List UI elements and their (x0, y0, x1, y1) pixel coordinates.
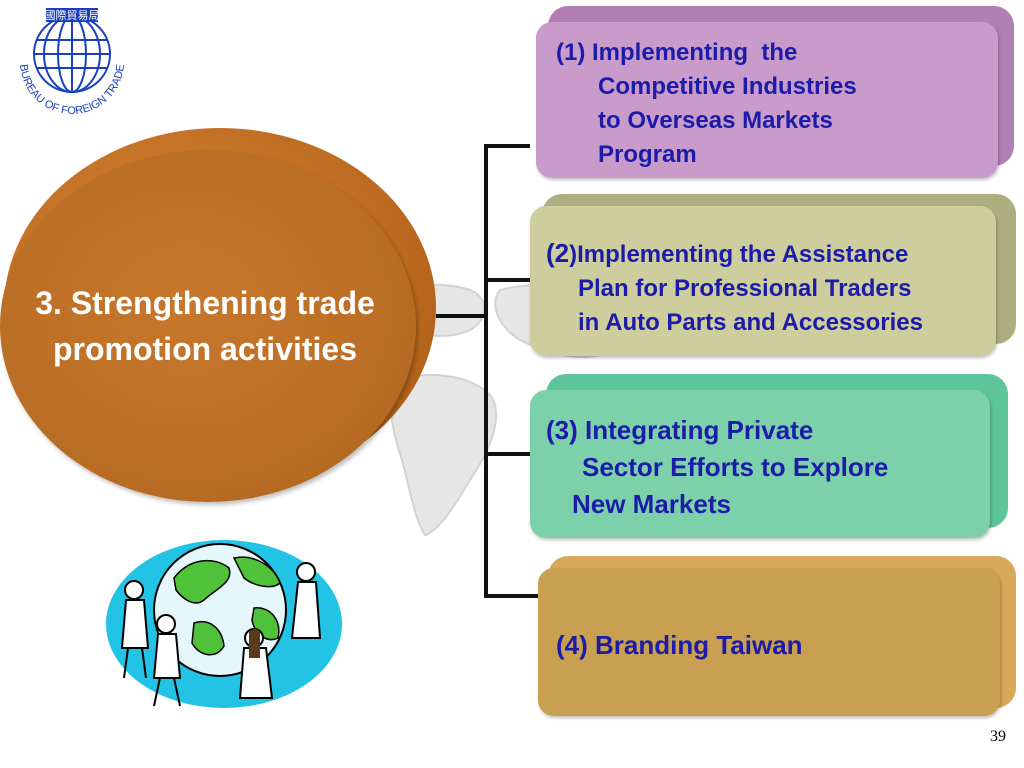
connector-branch-4 (484, 594, 538, 598)
people-around-globe-clipart (106, 540, 342, 708)
item-1-number: (1) (556, 39, 586, 66)
item-2-line-3: in Auto Parts and Accessories (578, 309, 923, 336)
page-number: 39 (990, 728, 1006, 745)
connector-branch-1 (484, 144, 530, 148)
item-1-line-2: Competitive Industries (598, 73, 857, 100)
globe-icon (33, 15, 111, 93)
item-4-line-1: Branding Taiwan (587, 630, 803, 660)
item-1-line-1: Implementing the (585, 39, 798, 66)
item-4-text: (4) Branding Taiwan (556, 628, 803, 662)
item-4-number: (4) (556, 630, 588, 660)
item-3-box (530, 390, 990, 538)
item-2-text: (2)Implementing the Assistance Plan for … (546, 236, 923, 340)
item-1-text: (1) Implementing the Competitive Industr… (556, 36, 857, 172)
item-2-line-2: Plan for Professional Traders (578, 275, 912, 302)
central-topic-line-1: 3. Strengthening trade (35, 285, 375, 321)
central-topic-label: 3. Strengthening trade promotion activit… (0, 280, 410, 372)
connector-vertical (484, 144, 488, 598)
item-1-box (536, 22, 998, 178)
item-3-line-1: Integrating Private (577, 415, 814, 445)
item-2-number: (2 (546, 238, 570, 268)
central-topic-line-2: promotion activities (52, 331, 358, 367)
item-2-line-1: )Implementing the Assistance (569, 241, 909, 268)
central-topic-circle (0, 150, 416, 502)
item-2-box (530, 206, 996, 356)
item-4-box (538, 568, 1000, 716)
item-3-text: (3) Integrating Private Sector Efforts t… (546, 412, 888, 523)
bureau-of-foreign-trade-logo: 國際貿易局 BUREAU OF FOREIGN TRADE (17, 8, 127, 117)
item-1-line-4: Program (598, 141, 697, 168)
logo-chinese-text: 國際貿易局 (45, 9, 100, 22)
item-3-line-3: New Markets (572, 489, 731, 519)
item-1-line-3: to Overseas Markets (598, 107, 833, 134)
connector-branch-3 (484, 452, 530, 456)
connector-branch-2 (484, 278, 530, 282)
item-3-line-2: Sector Efforts to Explore (582, 452, 889, 482)
connector-stem (436, 314, 486, 318)
item-3-number: (3) (546, 415, 578, 445)
